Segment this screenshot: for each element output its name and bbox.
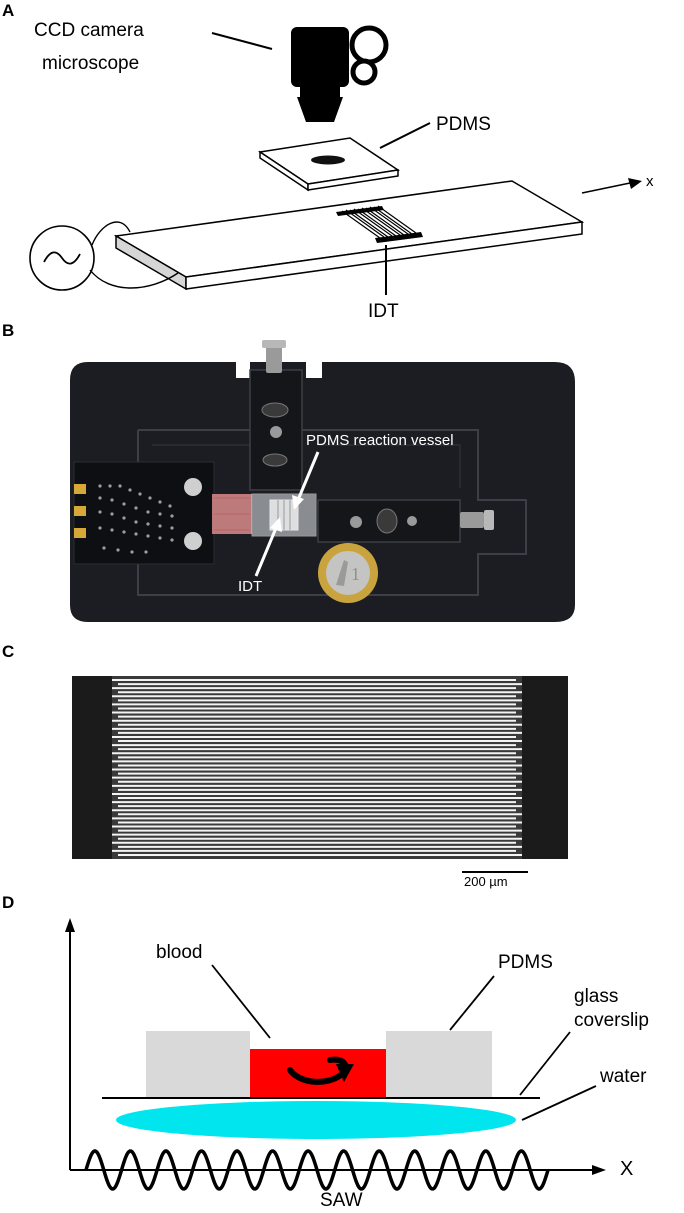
svg-text:1: 1 — [351, 564, 360, 584]
pdms-leader-line-d — [449, 975, 495, 1031]
pdms-block-right — [386, 1031, 492, 1097]
pdms-block-3d — [257, 137, 401, 192]
circulation-arrow-icon — [287, 1056, 354, 1085]
idt-arrow-b — [254, 517, 282, 577]
blood-leader-line — [211, 964, 271, 1039]
panel-b: B — [2, 321, 575, 622]
idt-fingers — [112, 679, 522, 856]
panel-a: A CCD camera microscope PDMS x — [2, 1, 654, 322]
camera-label-line1: CCD camera — [34, 20, 144, 41]
euro-coin: 1 — [318, 543, 378, 603]
panel-c-letter: C — [2, 642, 14, 661]
piezo-substrate — [113, 180, 585, 291]
blood-label: blood — [156, 942, 203, 963]
pdms-block-left — [146, 1031, 250, 1097]
saw-wave — [84, 1149, 550, 1191]
glass-leader-line — [519, 1031, 571, 1096]
panel-a-letter: A — [2, 1, 14, 20]
x-label-d: X — [620, 1158, 633, 1180]
water-layer — [116, 1101, 516, 1139]
glass-label-line1: glass — [574, 986, 618, 1007]
idt-electrode — [336, 205, 423, 243]
x-direction-arrow — [581, 178, 642, 194]
idt-micrograph — [72, 676, 568, 859]
pdms-label-a: PDMS — [436, 114, 491, 135]
blood-chamber — [250, 1049, 386, 1097]
vessel-label: PDMS reaction vessel — [306, 432, 454, 449]
ccd-camera-icon — [291, 25, 389, 122]
x-label-a: x — [646, 173, 654, 190]
vertical-axis — [65, 918, 75, 1170]
device-photo: 1 — [70, 340, 575, 622]
scale-bar-label: 200 µm — [464, 874, 508, 889]
panel-c: C 200 µm — [2, 642, 568, 889]
saw-label: SAW — [320, 1190, 363, 1211]
pdms-label-d: PDMS — [498, 952, 553, 973]
water-leader-line — [521, 1085, 597, 1121]
glass-label-line2: coverslip — [574, 1010, 649, 1031]
panel-d-letter: D — [2, 893, 14, 912]
water-label: water — [599, 1066, 647, 1087]
horizontal-axis — [70, 1165, 606, 1175]
camera-label-line2: microscope — [42, 53, 139, 74]
idt-label-a: IDT — [368, 301, 399, 322]
idt-label-b: IDT — [238, 578, 262, 595]
pdms-leader-line-a — [379, 122, 431, 149]
panel-d: D X blood PDMS glass coverslip — [2, 893, 649, 1211]
signal-generator-icon — [29, 221, 179, 291]
vessel-arrow — [292, 451, 320, 510]
camera-leader-line — [211, 32, 273, 50]
panel-b-letter: B — [2, 321, 14, 340]
